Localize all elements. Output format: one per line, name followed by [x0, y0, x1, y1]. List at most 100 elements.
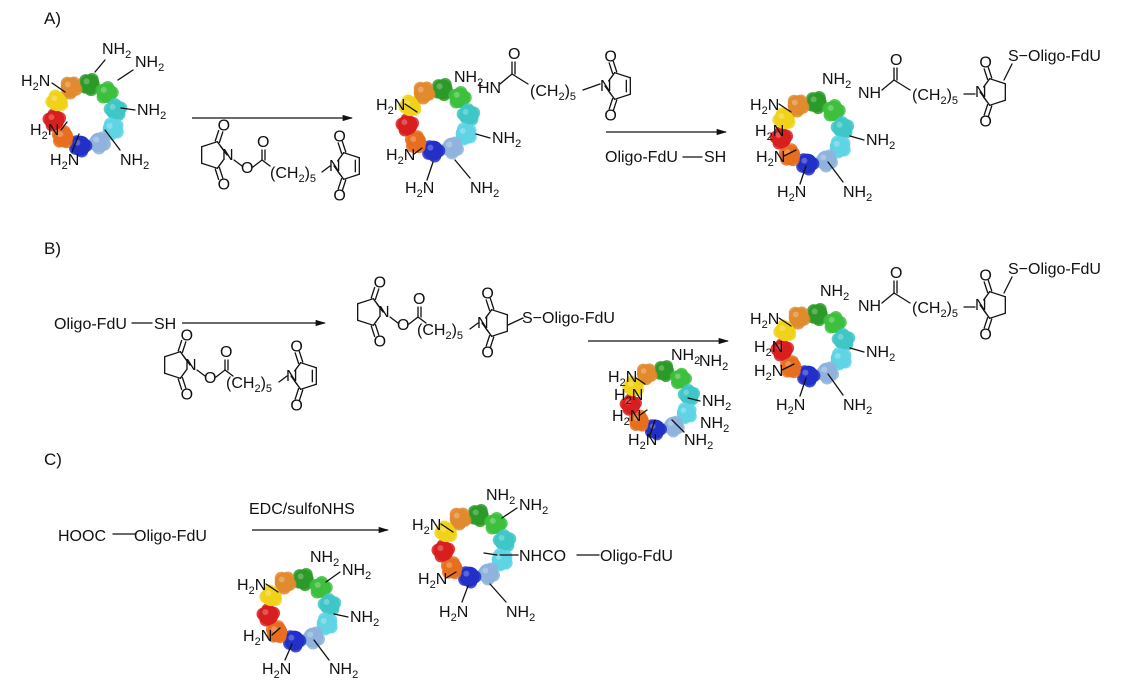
ring-lobe: [456, 102, 481, 126]
ring-lobe: [797, 365, 821, 388]
amine-label: NH2: [820, 283, 849, 303]
bond: [201, 162, 218, 169]
oxygen-label: O: [290, 397, 302, 414]
bond: [1003, 276, 1013, 294]
ring-lobe: [476, 562, 500, 586]
s-oligo-label: S−Oligo-FdU: [1008, 261, 1101, 278]
oxygen-label: O: [333, 187, 345, 204]
section-a-label: A): [44, 9, 61, 28]
ester-oxygen: O: [241, 160, 253, 177]
oxygen-label: O: [979, 268, 991, 285]
ring-lobe: [622, 375, 645, 397]
bond: [983, 78, 991, 88]
bond: [343, 152, 360, 159]
amine-label: NH2: [329, 661, 358, 681]
bond: [485, 309, 493, 319]
ring-lobe: [822, 99, 846, 122]
bond: [117, 69, 134, 81]
amine-label: NH2: [506, 604, 535, 624]
amine-label: NH2: [350, 609, 379, 629]
ring-lobe: [815, 361, 839, 385]
ring-lobe: [779, 355, 802, 379]
amine-label: NH2: [470, 180, 499, 200]
bond: [608, 72, 616, 82]
amine-label: H2N: [608, 369, 637, 389]
bond: [120, 107, 136, 111]
bond: [1003, 63, 1013, 81]
bond: [983, 103, 989, 116]
ring-lobe: [87, 131, 111, 155]
ring-lobe: [449, 507, 472, 531]
bond: [372, 298, 380, 308]
bond: [989, 291, 1006, 298]
bond: [491, 309, 508, 316]
protein-ring-b-reagent: [619, 360, 701, 441]
ring-lobe: [619, 393, 642, 416]
ring-lobe: [317, 592, 342, 616]
bond: [341, 179, 347, 192]
amine-label: NH2: [700, 415, 729, 435]
hooc-oligo-text: Oligo-FdU: [134, 528, 207, 545]
bond: [298, 389, 304, 402]
bond: [372, 316, 380, 326]
bond: [454, 159, 471, 179]
bond: [827, 373, 844, 396]
ring-lobe: [45, 89, 69, 112]
amine-label: NH2: [454, 69, 483, 89]
bond: [71, 133, 80, 153]
bond: [849, 135, 865, 141]
bond: [778, 317, 792, 327]
bond: [216, 159, 224, 169]
bond: [233, 159, 243, 167]
bond: [298, 350, 304, 363]
bond: [181, 341, 187, 354]
bond: [294, 362, 302, 372]
bond: [294, 387, 300, 400]
succinimide-ring: OON: [477, 286, 508, 361]
bond: [417, 316, 427, 324]
amine-label: H2N: [754, 363, 783, 383]
bond: [778, 103, 792, 113]
s-oligo-label: S−Oligo-FdU: [1008, 48, 1101, 65]
nitrogen-label: N: [378, 304, 390, 321]
bond: [271, 627, 281, 636]
ring-lobe: [467, 503, 489, 528]
bond: [827, 161, 844, 183]
amine-label: H2N: [21, 73, 50, 93]
ester-oxygen: O: [204, 370, 216, 387]
oxygen-label: O: [218, 176, 230, 193]
bond: [614, 72, 631, 79]
amide-nh: NH: [858, 85, 881, 102]
bond: [294, 352, 300, 365]
oxygen-label: O: [481, 344, 493, 361]
bond: [781, 363, 795, 371]
bond: [216, 141, 224, 151]
oxygen-label: O: [218, 118, 230, 135]
oxygen-label: O: [979, 113, 991, 130]
ring-lobe: [103, 97, 128, 121]
bond: [483, 552, 498, 556]
bond: [300, 383, 317, 390]
bond: [201, 141, 218, 148]
amide-nh: HN: [478, 80, 501, 97]
amine-label: H2N: [439, 604, 468, 624]
amide-nh: NH: [858, 298, 881, 315]
ch2-chain: (CH2)5: [530, 83, 576, 103]
bond: [987, 279, 993, 292]
bond: [499, 73, 513, 85]
amine-label: NH2: [486, 487, 515, 507]
amine-label: H2N: [376, 97, 405, 117]
bond: [313, 639, 330, 661]
bond: [265, 583, 279, 593]
bond: [404, 103, 418, 113]
amine-label: H2N: [237, 577, 266, 597]
maleimide-ring: OON: [286, 339, 317, 414]
oxygen-label: O: [374, 275, 386, 292]
bond: [799, 165, 807, 185]
ring-lobe: [301, 626, 325, 650]
